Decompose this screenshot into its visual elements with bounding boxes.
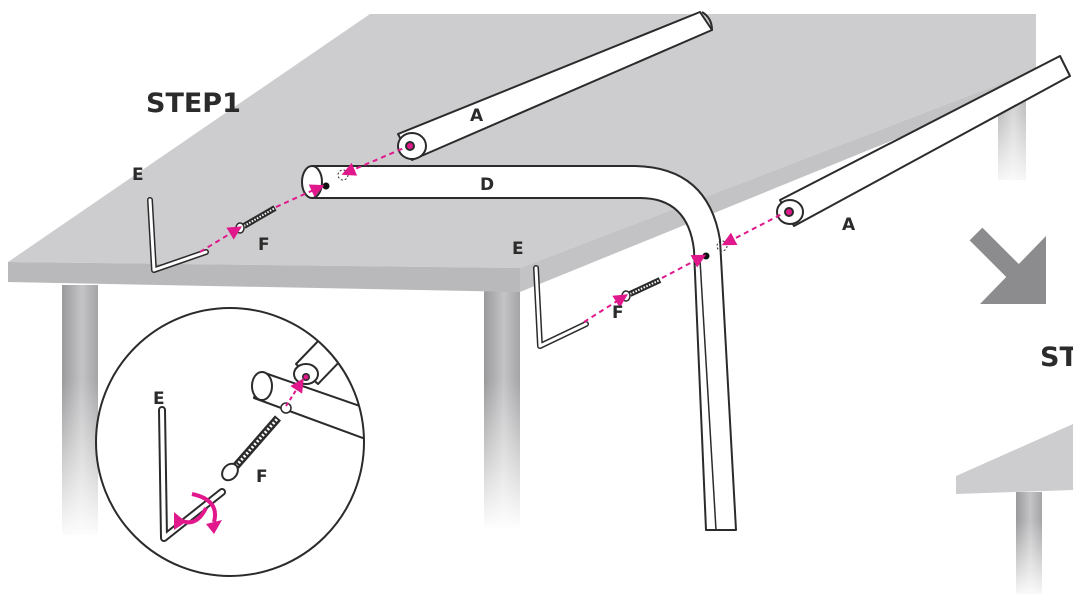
- part-label-e-right: E: [512, 239, 524, 259]
- table-top-edge: [8, 262, 520, 292]
- part-label-d: D: [480, 175, 494, 195]
- allen-key-e-top: [147, 197, 209, 273]
- step2-label: ST: [1040, 342, 1073, 373]
- screw-f-right: [621, 277, 662, 302]
- detail-screw-f: [221, 415, 282, 482]
- part-label-f-right: F: [612, 303, 624, 323]
- part-label-e-detail: E: [153, 389, 165, 409]
- part-label-e-top: E: [132, 165, 144, 185]
- part-label-f-top: F: [258, 235, 270, 255]
- step1-label: STEP1: [146, 88, 241, 119]
- part-label-a-right: A: [842, 215, 856, 235]
- part-label-f-detail: F: [256, 467, 268, 487]
- assembly-guides: [199, 147, 783, 323]
- part-label-a-upper: A: [470, 106, 484, 126]
- detail-inset: [95, 307, 365, 577]
- arrow-down-right-icon: [969, 227, 1046, 304]
- allen-key-e-right: [533, 265, 589, 349]
- detail-allen-key-e: [158, 406, 226, 542]
- tube-a-upper: [397, 11, 713, 161]
- rotate-arrows-icon: [174, 492, 222, 534]
- tube-a-right: [776, 55, 1071, 227]
- table-top: [8, 14, 1036, 268]
- step2-table: [956, 424, 1073, 594]
